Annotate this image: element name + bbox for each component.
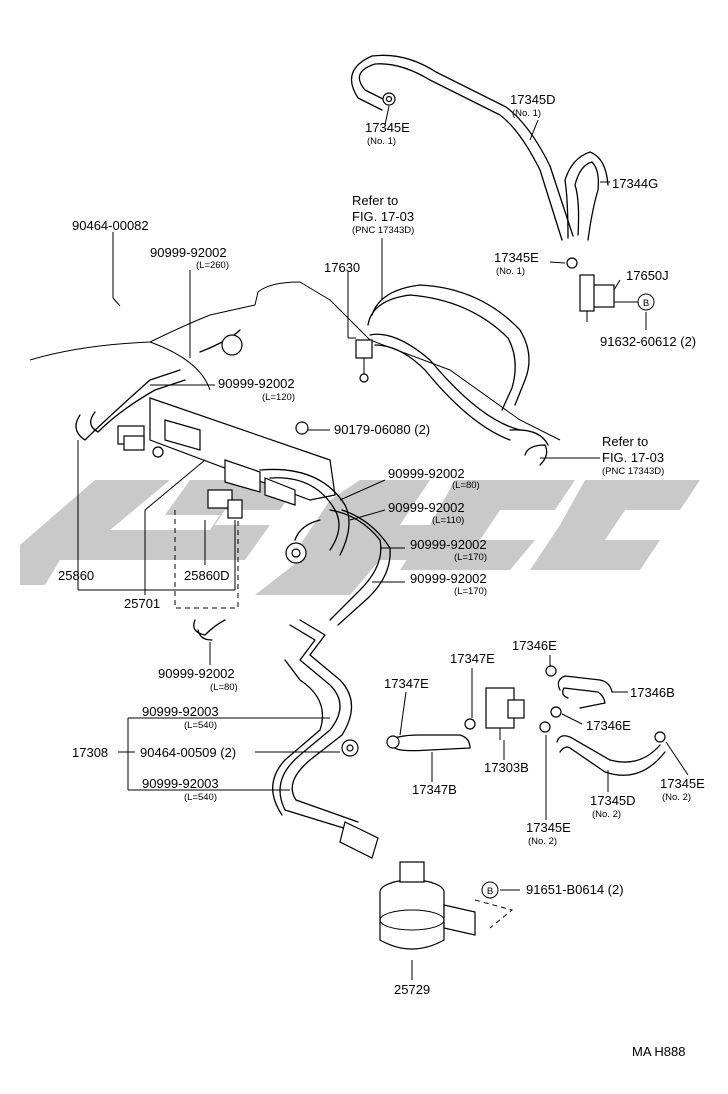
label-17303B: 17303B [484, 760, 529, 775]
label-17344G: 17344G [612, 176, 658, 191]
label-25729: 25729 [394, 982, 430, 997]
label-refer1-a: Refer to [352, 193, 398, 208]
label-90999-L80b: 90999-92002 [158, 666, 235, 681]
vsv-17303B [485, 687, 525, 740]
svg-text:B: B [487, 886, 493, 897]
b-marker-1: B [637, 293, 655, 311]
clamp-17345E-top [382, 92, 396, 106]
label-17345E-br-no: (No. 2) [662, 792, 691, 803]
label-90999-L260-l: (L=260) [196, 260, 229, 271]
label-17345E-bm-no: (No. 2) [528, 836, 557, 847]
label-90179: 90179-06080 (2) [334, 422, 430, 437]
label-17345D-bot-no: (No. 2) [592, 809, 621, 820]
label-90999-L110: 90999-92002 [388, 500, 465, 515]
label-17345D-top-no: (No. 1) [512, 108, 541, 119]
label-refer1-c: (PNC 17343D) [352, 225, 414, 236]
label-90999-L170b-l: (L=170) [454, 586, 487, 597]
footer-code: MA H888 [632, 1044, 685, 1059]
watermark-logo [20, 480, 700, 595]
label-90999-L540b: 90999-92003 [142, 776, 219, 791]
label-90999-L260: 90999-92002 [150, 245, 227, 260]
label-17347E-a: 17347E [450, 651, 495, 666]
pipe-bundle-17308 [272, 619, 379, 859]
manifold-and-hoses [75, 329, 350, 556]
part-labels: 17345D (No. 1) 17345E (No. 1) 17344G Ref… [58, 92, 705, 1059]
label-refer2-a: Refer to [602, 434, 648, 449]
label-17650J: 17650J [626, 268, 669, 283]
label-90999-L170a: 90999-92002 [410, 537, 487, 552]
label-17346B: 17346B [630, 685, 675, 700]
label-90999-L540b-l: (L=540) [184, 792, 217, 803]
label-17345D-top: 17345D [510, 92, 556, 107]
label-17345E-mid-no: (No. 1) [496, 266, 525, 277]
vsv-25860 [117, 425, 164, 458]
canister-25729 [379, 861, 514, 950]
label-17346E-b: 17346E [586, 718, 631, 733]
label-90999-L80a: 90999-92002 [388, 466, 465, 481]
label-17345D-bot: 17345D [590, 793, 636, 808]
label-17345E-top: 17345E [365, 120, 410, 135]
sensor-17630 [355, 339, 373, 383]
label-17346E-a: 17346E [512, 638, 557, 653]
b-marker-2: B [481, 881, 499, 899]
label-90999-L170a-l: (L=170) [454, 552, 487, 563]
label-17345E-top-no: (No. 1) [367, 136, 396, 147]
label-90999-L170b: 90999-92002 [410, 571, 487, 586]
label-25860: 25860 [58, 568, 94, 583]
label-90464-00082: 90464-00082 [72, 218, 149, 233]
label-90999-L80a-l: (L=80) [452, 480, 480, 491]
label-refer2-b: FIG. 17-03 [602, 450, 664, 465]
label-90999-L540a: 90999-92003 [142, 704, 219, 719]
leader-lines [77, 105, 689, 980]
label-90999-L120: 90999-92002 [218, 376, 295, 391]
svg-text:B: B [643, 298, 649, 309]
label-90999-L120-l: (L=120) [262, 392, 295, 403]
label-25701: 25701 [124, 596, 160, 611]
label-90999-L80b-l: (L=80) [210, 682, 238, 693]
label-90999-L110-l: (L=110) [432, 515, 464, 526]
hose-17345D-no2 [539, 721, 666, 776]
label-91632: 91632-60612 (2) [600, 334, 696, 349]
vsv-17650J [566, 257, 615, 322]
vsv-25860D [174, 489, 243, 641]
hose-17346B [545, 665, 613, 718]
label-17345E-mid: 17345E [494, 250, 539, 265]
label-17345E-br: 17345E [660, 776, 705, 791]
label-25860D: 25860D [184, 568, 230, 583]
label-90464-00509: 90464-00509 (2) [140, 745, 236, 760]
label-90999-L540a-l: (L=540) [184, 720, 217, 731]
hoses-refer-fig [367, 284, 549, 466]
label-17347B: 17347B [412, 782, 457, 797]
engine-outline [29, 281, 561, 441]
label-91651: 91651-B0614 (2) [526, 882, 624, 897]
label-17347E-b: 17347E [384, 676, 429, 691]
label-17630: 17630 [324, 260, 360, 275]
label-17308: 17308 [72, 745, 108, 760]
label-refer1-b: FIG. 17-03 [352, 209, 414, 224]
label-refer2-c: (PNC 17343D) [602, 466, 664, 477]
hose-17347B [386, 718, 476, 752]
label-17345E-bm: 17345E [526, 820, 571, 835]
